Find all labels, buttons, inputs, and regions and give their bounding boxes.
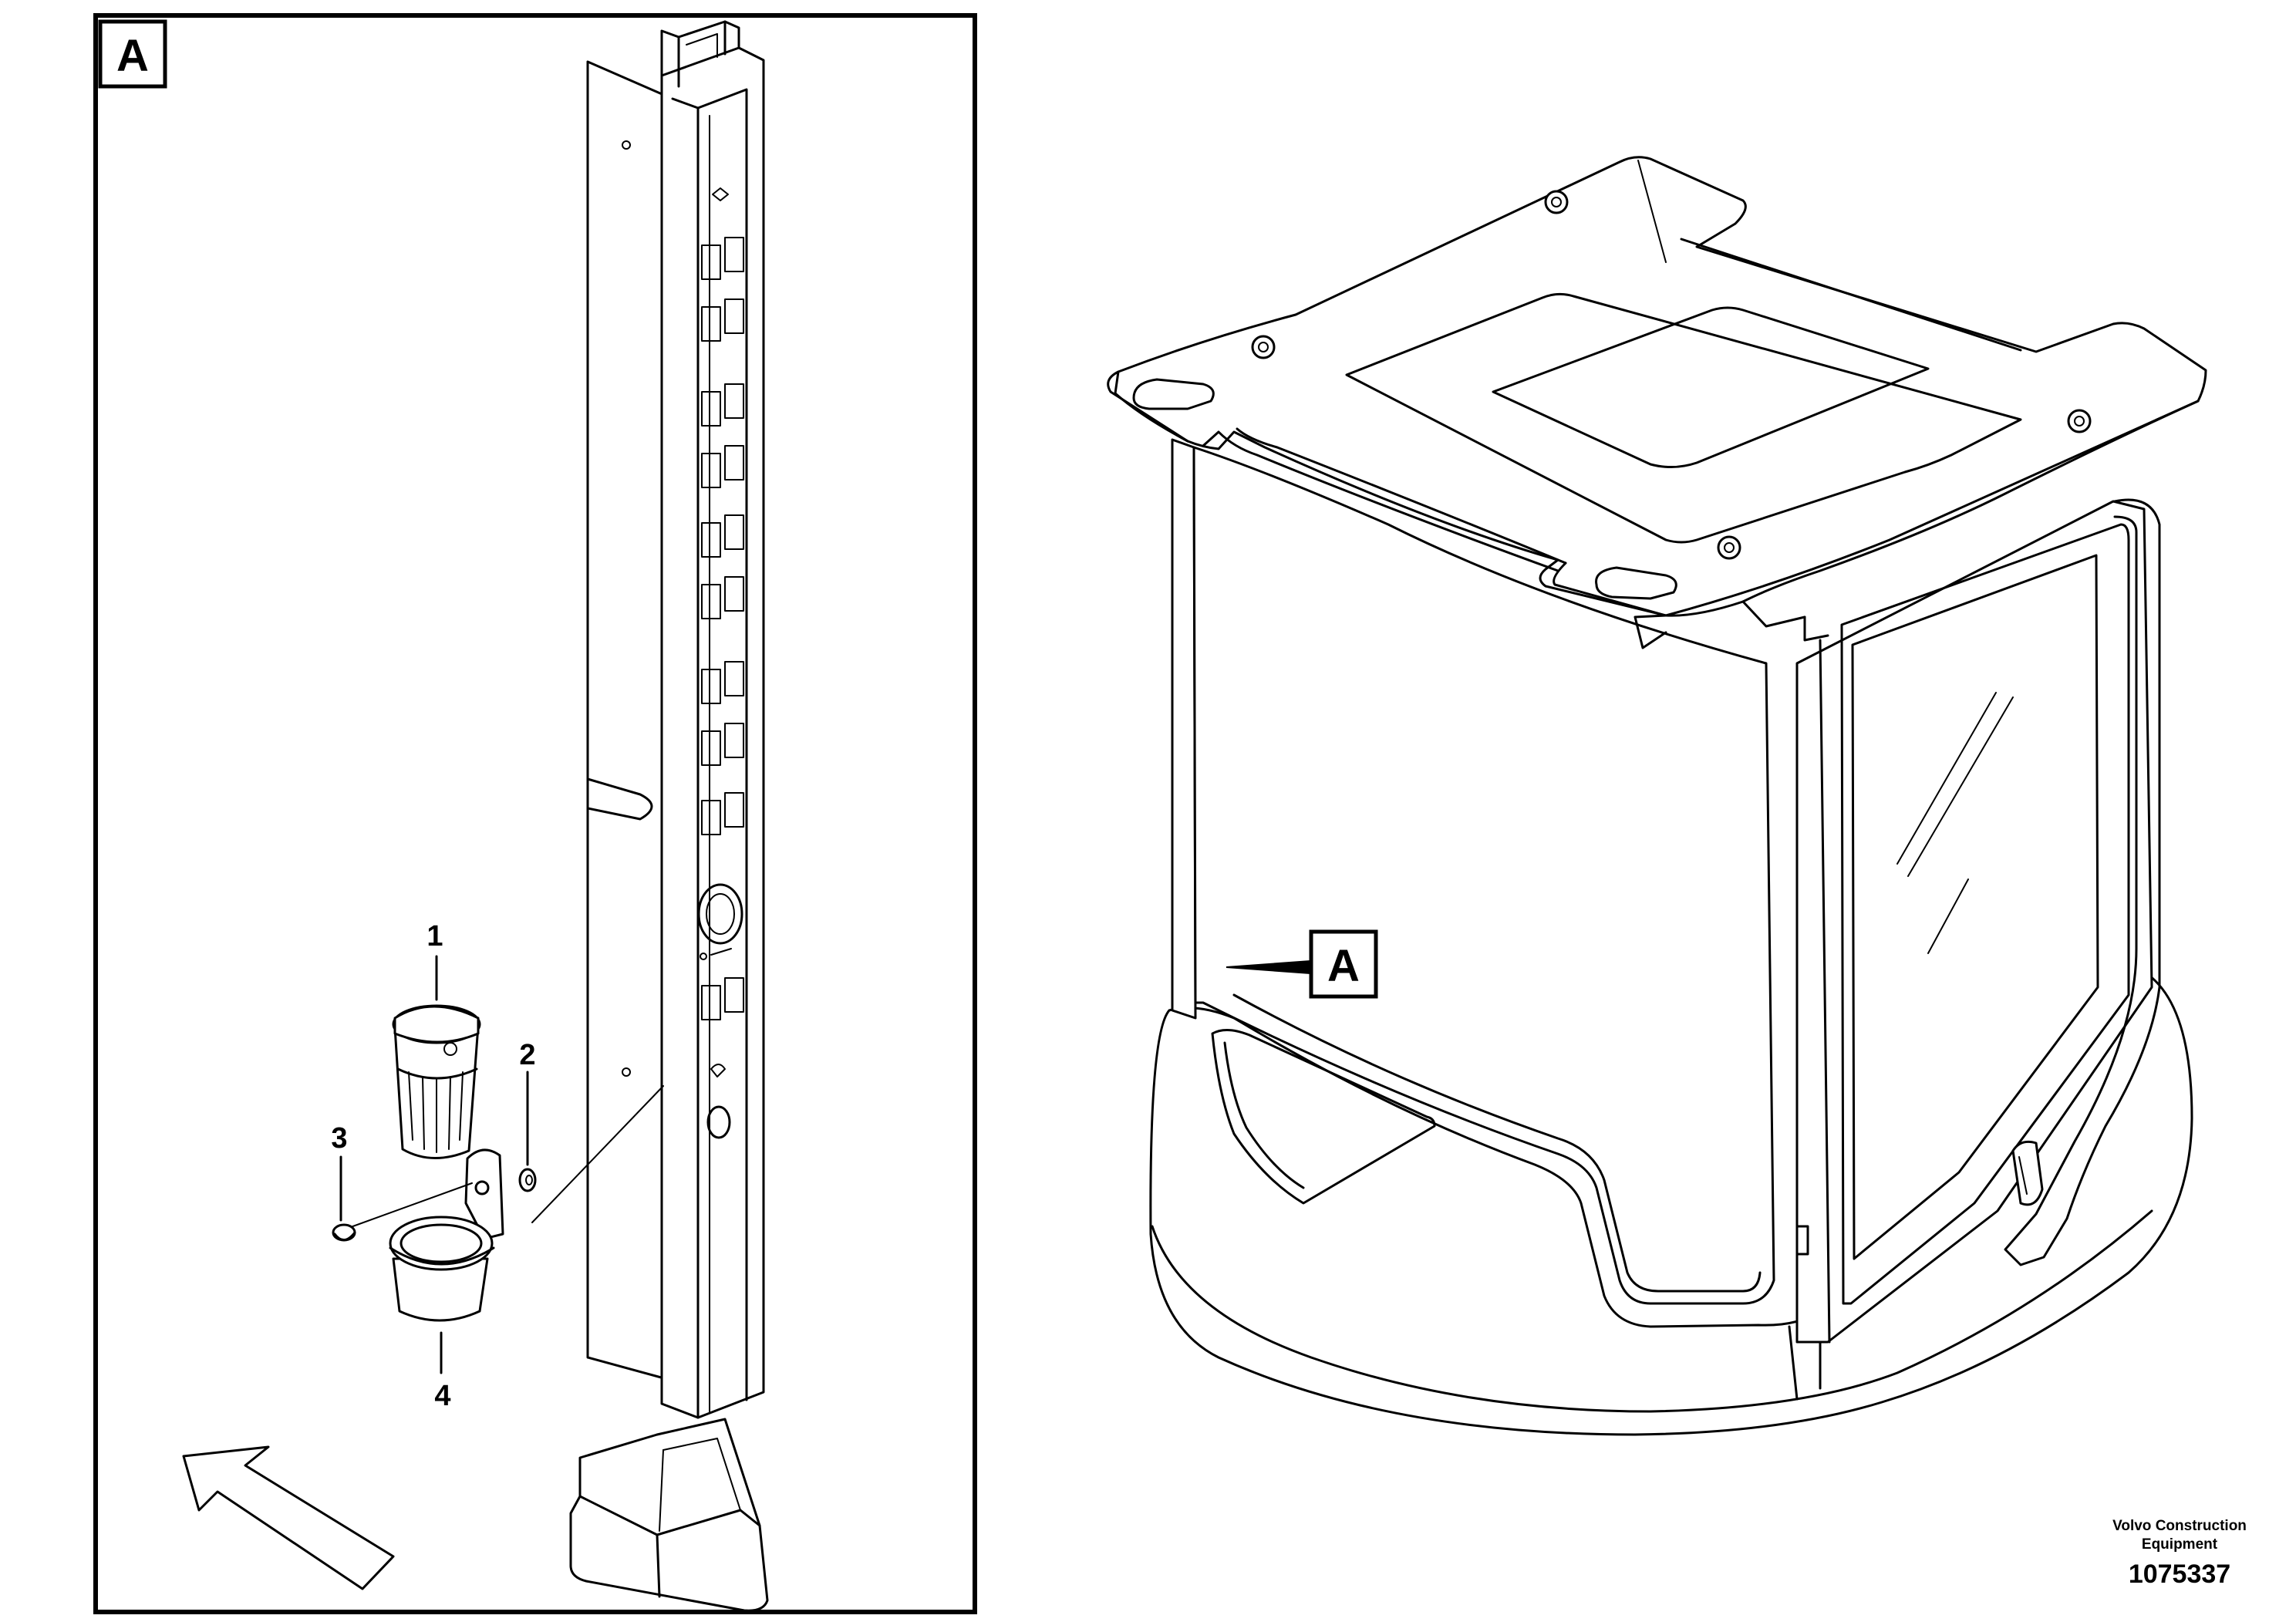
detail-view-a: A bbox=[93, 13, 977, 1614]
detail-label: A bbox=[116, 31, 149, 81]
cab-door bbox=[1795, 500, 2153, 1344]
pillar bbox=[586, 20, 765, 1419]
company-name-line2: Equipment bbox=[2142, 1536, 2218, 1553]
footer: Volvo Construction Equipment 1075337 bbox=[2112, 1518, 2247, 1589]
cab-reference-label: A bbox=[1327, 941, 1360, 991]
callout-1: 1 bbox=[426, 920, 443, 953]
cab-roof bbox=[1107, 156, 2207, 617]
figure-number: 1075337 bbox=[2129, 1560, 2230, 1589]
roof-bolts bbox=[1251, 190, 2092, 560]
cab-overview: A bbox=[1107, 156, 2207, 1436]
pillar-slots bbox=[701, 237, 744, 1020]
forward-direction-arrow bbox=[182, 1445, 395, 1590]
callout-4: 4 bbox=[434, 1380, 450, 1412]
callout-3: 3 bbox=[331, 1122, 347, 1155]
assembly-leader-line bbox=[531, 1085, 664, 1223]
detail-frame bbox=[93, 13, 977, 1614]
pillar-end-cap bbox=[569, 1418, 769, 1612]
cab-reference-box bbox=[1309, 929, 1378, 999]
washer bbox=[518, 1168, 537, 1192]
screw bbox=[332, 1182, 473, 1242]
company-name-line1: Volvo Construction bbox=[2112, 1518, 2247, 1534]
cab-lower-body bbox=[1149, 970, 2193, 1436]
cup-holder bbox=[389, 1148, 504, 1322]
callout-2: 2 bbox=[519, 1039, 535, 1071]
cup-with-lid bbox=[392, 1004, 481, 1159]
cab-front-window bbox=[1171, 438, 1197, 1020]
detail-label-box: A bbox=[98, 19, 167, 89]
